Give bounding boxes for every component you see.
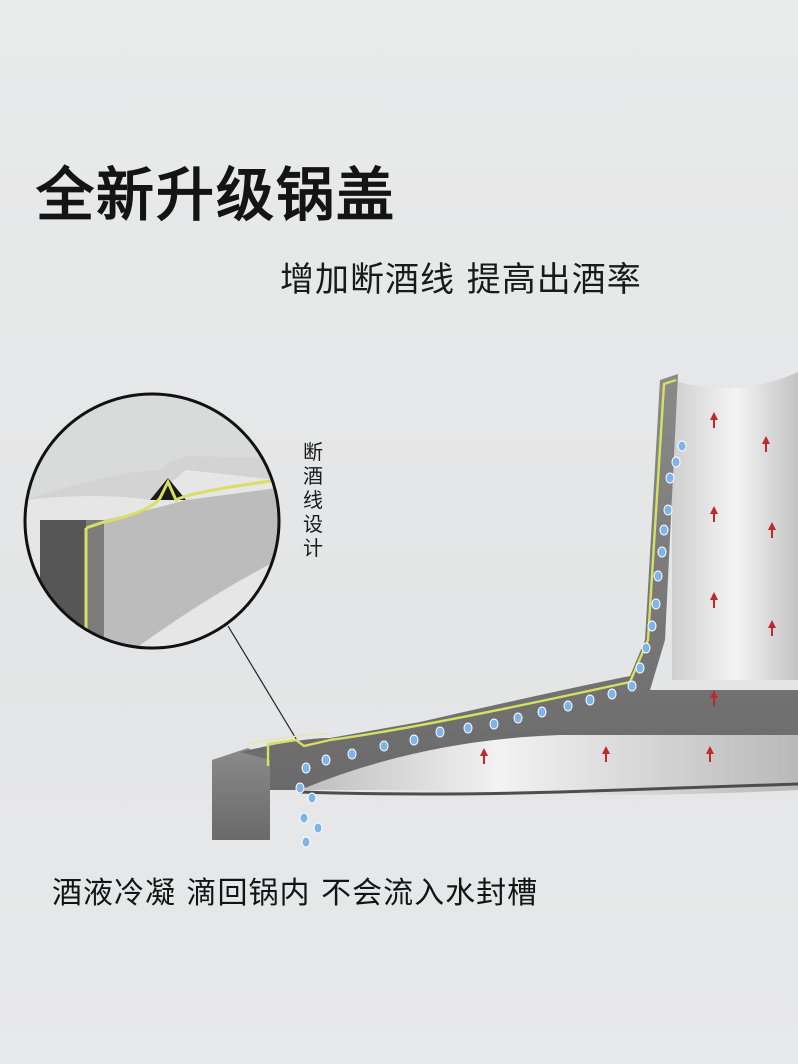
callout-label: 断 酒 线 设 计 xyxy=(296,440,330,560)
steam-column xyxy=(672,372,798,680)
inner-edge-line xyxy=(266,378,677,766)
condensate-droplets xyxy=(295,440,687,848)
page-title: 全新升级锅盖 xyxy=(36,161,397,229)
callout-char: 断 xyxy=(303,440,323,464)
bottom-caption: 酒液冷凝 滴回锅内 不会流入水封槽 xyxy=(52,876,539,911)
callout-char: 酒 xyxy=(303,464,323,488)
page-subtitle: 增加断酒线 提高出酒率 xyxy=(280,260,642,300)
lower-chamber xyxy=(300,735,798,795)
lid-rim-flange xyxy=(212,748,270,840)
zoom-detail xyxy=(25,456,279,648)
callout-leader-line xyxy=(227,625,299,743)
steam-arrows xyxy=(480,412,776,764)
callout-char: 线 xyxy=(303,488,323,512)
callout-char: 设 xyxy=(303,512,323,536)
callout-char: 计 xyxy=(303,536,323,560)
